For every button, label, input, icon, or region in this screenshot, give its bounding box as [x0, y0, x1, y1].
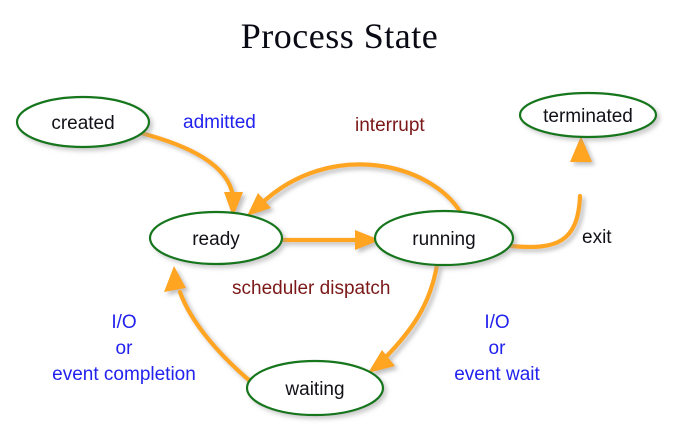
edge-running-to-ready-arrowhead [247, 193, 271, 216]
edge-label-exit: exit [582, 227, 612, 248]
node-terminated-label: terminated [543, 106, 633, 127]
node-running-label: running [412, 229, 475, 250]
node-waiting[interactable]: waiting [245, 359, 385, 417]
edge-created-to-ready-arrowhead [224, 192, 243, 217]
page-title: Process State [241, 16, 438, 56]
edge-label-io-event-wait-line1: I/O [484, 312, 509, 333]
node-running-ellipse[interactable] [373, 209, 515, 267]
node-created-label: created [51, 113, 114, 134]
node-ready-label: ready [192, 229, 240, 250]
edge-running-to-ready [247, 162, 464, 216]
edge-label-scheduler-dispatch: scheduler dispatch [232, 278, 390, 299]
edge-label-io-event-wait-line3: event wait [454, 364, 540, 385]
edge-label-io-event-wait: I/O or event wait [454, 312, 540, 385]
edge-label-io-event-completion-line2: or [116, 338, 134, 359]
edge-created-to-ready-path [138, 130, 236, 199]
edge-ready-to-running [280, 230, 380, 250]
edge-waiting-to-ready-arrowhead [164, 266, 186, 292]
edge-label-io-event-completion: I/O or event completion [52, 312, 196, 385]
edge-label-io-event-completion-line3: event completion [52, 364, 196, 385]
edge-running-to-terminated [508, 136, 592, 250]
edge-label-io-event-wait-line2: or [489, 338, 507, 359]
node-terminated[interactable]: terminated [518, 91, 658, 139]
edge-running-to-ready-path [259, 162, 464, 216]
node-ready[interactable]: ready [148, 210, 284, 266]
node-ready-ellipse[interactable] [148, 210, 284, 266]
node-waiting-ellipse[interactable] [245, 359, 385, 417]
edge-waiting-to-ready-path [177, 289, 253, 384]
node-created[interactable]: created [15, 95, 151, 149]
edge-running-to-waiting-path [382, 262, 440, 361]
edge-waiting-to-ready [164, 266, 253, 384]
edge-running-to-terminated-arrowhead [570, 136, 592, 162]
edge-label-interrupt: interrupt [355, 115, 425, 136]
edge-running-to-waiting-arrowhead [368, 350, 395, 373]
edge-ready-to-running-arrowhead [355, 230, 380, 250]
node-terminated-ellipse[interactable] [518, 91, 658, 139]
edge-label-io-event-completion-line1: I/O [111, 312, 136, 333]
node-created-ellipse[interactable] [15, 95, 151, 149]
edge-running-to-waiting [368, 262, 440, 373]
edge-label-admitted: admitted [183, 112, 256, 133]
edge-created-to-ready [138, 130, 243, 217]
node-running[interactable]: running [373, 209, 515, 267]
node-waiting-label: waiting [284, 379, 344, 400]
edge-running-to-terminated-path [508, 193, 583, 250]
